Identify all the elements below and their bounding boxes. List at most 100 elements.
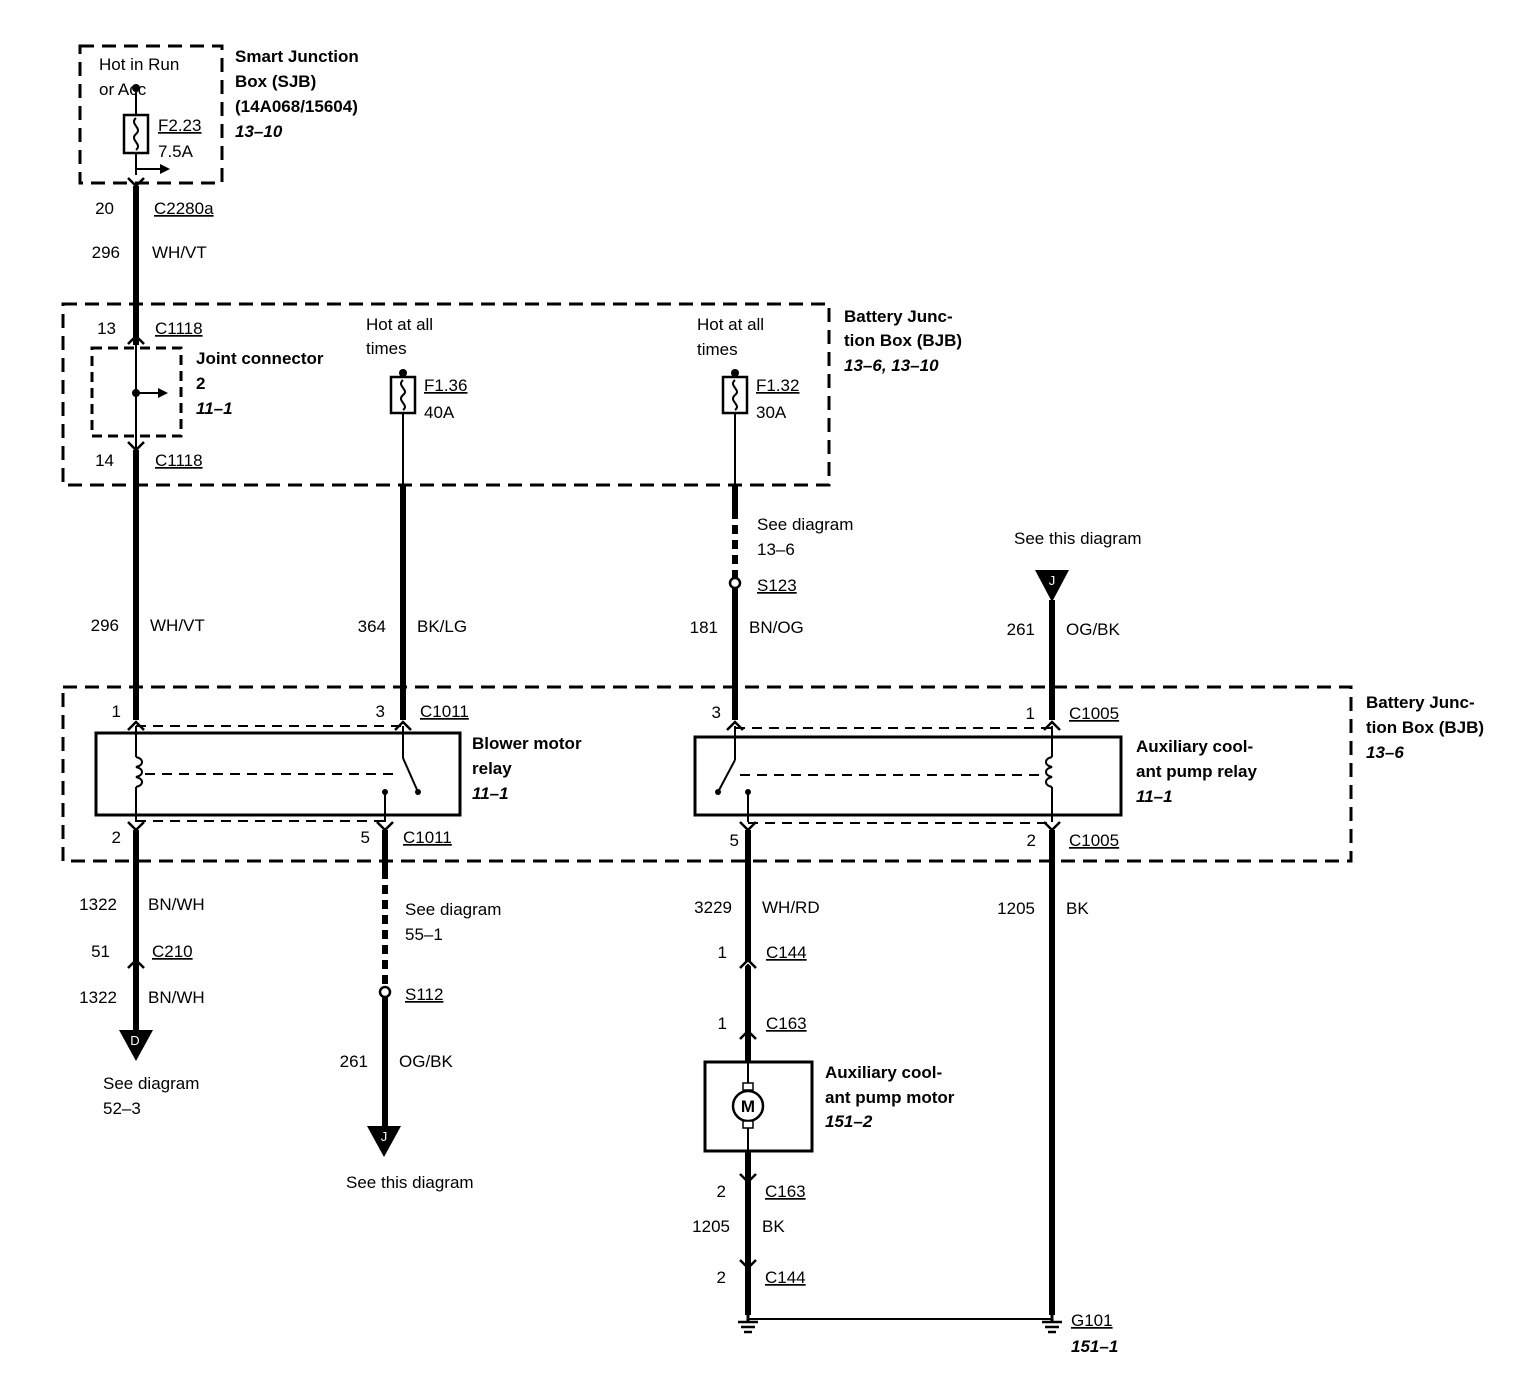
bjb-bottom-title-line2: tion Box (BJB) bbox=[1366, 718, 1484, 737]
w181-see-line2: 13–6 bbox=[757, 540, 795, 559]
joint-connector-title: Joint connector bbox=[196, 349, 324, 368]
connector-c144-top-icon bbox=[739, 960, 757, 971]
w1205a-color: BK bbox=[762, 1217, 785, 1236]
blower-relay-box bbox=[94, 731, 462, 817]
f132-fuse-rating: 30A bbox=[756, 403, 787, 422]
bjb-bottom-box bbox=[61, 685, 1353, 863]
f132-hot-line2: times bbox=[697, 340, 738, 359]
connector-c163-top-icon bbox=[739, 1029, 757, 1040]
sjb-title-line3: (14A068/15604) bbox=[235, 97, 358, 116]
bjb-top-box bbox=[61, 302, 831, 487]
f136-fuse-rating: 40A bbox=[424, 403, 455, 422]
f132-hot-line1: Hot at all bbox=[697, 315, 764, 334]
blower-pin3: 3 bbox=[376, 702, 385, 721]
c1118-connector-top: C1118 bbox=[155, 319, 203, 338]
w181-splice: S123 bbox=[757, 576, 797, 595]
w55-see-line1: See diagram bbox=[405, 900, 501, 919]
w364-color: BK/LG bbox=[417, 617, 467, 636]
connector-c1011-pin3-icon bbox=[394, 720, 412, 731]
c144a-pin: 1 bbox=[718, 943, 727, 962]
sjb-fuse-rating: 7.5A bbox=[158, 142, 194, 161]
sjb-pin: 20 bbox=[95, 199, 114, 218]
sjb-title-line1: Smart Junction bbox=[235, 47, 359, 66]
w261bot-see: See this diagram bbox=[346, 1173, 474, 1192]
bjb-bottom-title-line1: Battery Junc- bbox=[1366, 693, 1475, 712]
c1118-pin-14: 14 bbox=[95, 451, 114, 470]
aux-conn-bot: C1005 bbox=[1069, 831, 1119, 850]
ground-ref: 151–1 bbox=[1071, 1337, 1118, 1356]
connector-c210-icon bbox=[127, 958, 145, 969]
sjb-connector: C2280a bbox=[154, 199, 214, 218]
w261top-see: See this diagram bbox=[1014, 529, 1142, 548]
w3229-circuit: 3229 bbox=[694, 898, 732, 917]
blower-conn-bot: C1011 bbox=[403, 828, 452, 847]
joint-connector-box bbox=[90, 346, 183, 438]
w1322b-color: BN/WH bbox=[148, 988, 205, 1007]
fuse-f1-36-icon bbox=[389, 369, 417, 486]
connector-c1005-pin2-icon bbox=[1043, 821, 1061, 832]
connector-c163-bottom-icon bbox=[739, 1173, 757, 1184]
sjb-hot-line1: Hot in Run bbox=[99, 55, 179, 74]
c163b-pin: 2 bbox=[717, 1182, 726, 1201]
blower-conn-top: C1011 bbox=[420, 702, 469, 721]
c163b-connector: C163 bbox=[765, 1182, 806, 1201]
w1205b-circuit: 1205 bbox=[997, 899, 1035, 918]
c144b-pin: 2 bbox=[717, 1268, 726, 1287]
motor-icon bbox=[731, 1062, 765, 1151]
bjb-bottom-ref: 13–6 bbox=[1366, 743, 1404, 762]
w296a-circuit: 296 bbox=[92, 243, 120, 262]
w1322a-circuit: 1322 bbox=[79, 895, 117, 914]
c210-connector: C210 bbox=[152, 942, 193, 961]
c144b-connector: C144 bbox=[765, 1268, 806, 1287]
w1205a-circuit: 1205 bbox=[692, 1217, 730, 1236]
aux-pin3: 3 bbox=[712, 703, 721, 722]
aux-ref: 11–1 bbox=[1136, 787, 1173, 806]
w181-circuit: 181 bbox=[690, 618, 718, 637]
aux-relay-box bbox=[693, 735, 1123, 817]
blower-title-line1: Blower motor bbox=[472, 734, 582, 753]
w261bot-circuit: 261 bbox=[340, 1052, 368, 1071]
w296b-circuit: 296 bbox=[91, 616, 119, 635]
sjb-fuse-label: F2.23 bbox=[158, 116, 201, 135]
w261top-circuit: 261 bbox=[1007, 620, 1035, 639]
w1322b-circuit: 1322 bbox=[79, 988, 117, 1007]
aux-pin1: 1 bbox=[1026, 704, 1035, 723]
arrow-d-see-line1: See diagram bbox=[103, 1074, 199, 1093]
blower-pin5: 5 bbox=[361, 828, 370, 847]
ground-left-icon bbox=[738, 1315, 758, 1334]
w364-circuit: 364 bbox=[358, 617, 386, 636]
f136-fuse-label: F1.36 bbox=[424, 376, 467, 395]
joint-connector-ref: 11–1 bbox=[196, 399, 233, 418]
f136-hot-line2: times bbox=[366, 339, 407, 358]
bjb-top-title-line1: Battery Junc- bbox=[844, 307, 953, 326]
aux-relay-switch-icon bbox=[715, 726, 1052, 824]
blower-pin2: 2 bbox=[112, 828, 121, 847]
w261bot-color: OG/BK bbox=[399, 1052, 454, 1071]
w261top-marker: J bbox=[1049, 573, 1056, 588]
w55-splice: S112 bbox=[405, 985, 443, 1004]
aux-pin5: 5 bbox=[730, 831, 739, 850]
w296b-color: WH/VT bbox=[150, 616, 205, 635]
c163a-connector: C163 bbox=[766, 1014, 807, 1033]
c1118-pin-13: 13 bbox=[97, 319, 116, 338]
blower-ref: 11–1 bbox=[472, 784, 509, 803]
c144a-connector: C144 bbox=[766, 943, 807, 962]
aux-relay-coil-icon bbox=[740, 726, 1053, 822]
joint-arrow-icon bbox=[158, 388, 168, 398]
connector-c1118-top-icon bbox=[127, 334, 145, 345]
connector-c1011-pin1-icon bbox=[127, 720, 145, 731]
connector-c144-bottom-icon bbox=[739, 1259, 757, 1270]
c1118-connector-bottom: C1118 bbox=[155, 451, 203, 470]
f136-hot-line1: Hot at all bbox=[366, 315, 433, 334]
arrow-j-top-icon bbox=[1035, 570, 1069, 602]
w181-color: BN/OG bbox=[749, 618, 804, 637]
motor-title-line1: Auxiliary cool- bbox=[825, 1063, 942, 1082]
splice-s123-icon bbox=[728, 576, 742, 590]
blower-relay-switch-icon bbox=[136, 726, 421, 822]
w261bot-marker: J bbox=[381, 1129, 388, 1144]
aux-conn-top: C1005 bbox=[1069, 704, 1119, 723]
blower-pin1: 1 bbox=[112, 702, 121, 721]
ground-right-icon bbox=[1042, 1315, 1062, 1334]
aux-title-line1: Auxiliary cool- bbox=[1136, 737, 1253, 756]
